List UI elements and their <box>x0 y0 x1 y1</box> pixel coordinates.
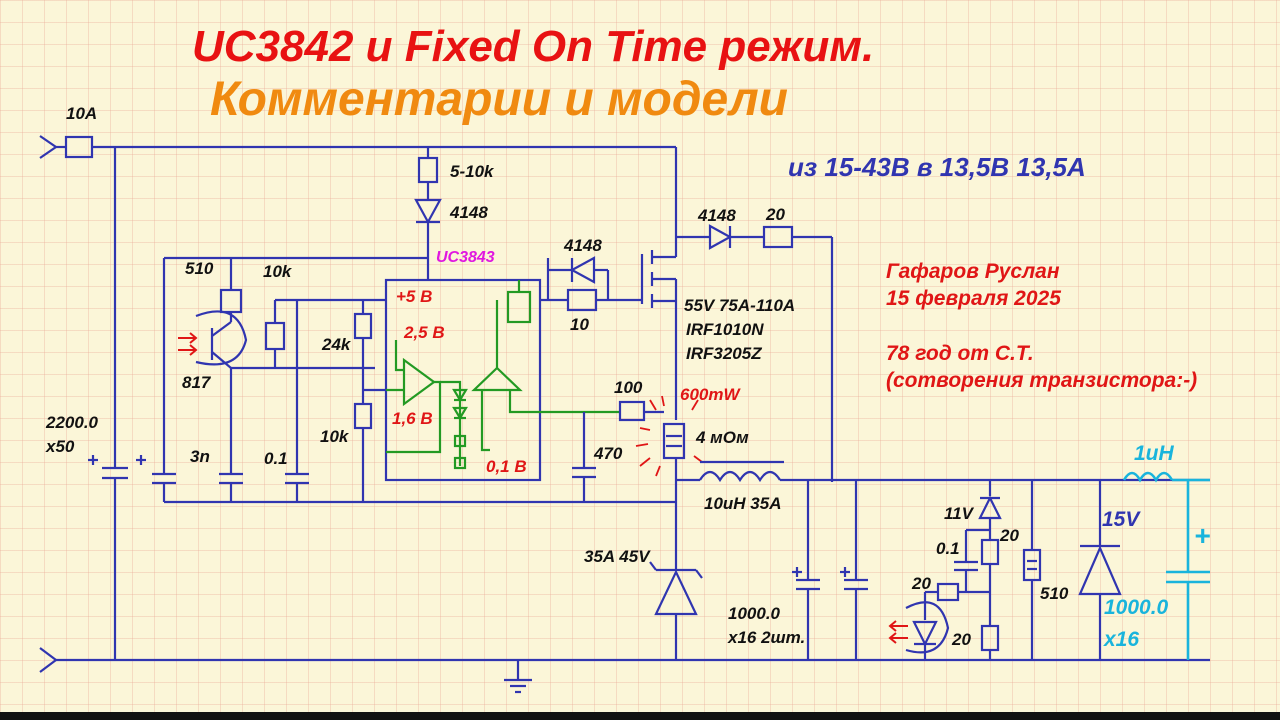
feedback-network <box>888 480 1042 660</box>
title-line-1: UC3842 и Fixed On Time режим. <box>192 22 875 71</box>
optocoupler-817 <box>178 258 375 370</box>
label-d-gate: 4148 <box>564 236 602 255</box>
label-inductor: 10uH 35A <box>704 494 782 513</box>
label-r-gate: 10 <box>570 315 589 334</box>
label-ic-name: UC3843 <box>436 249 495 266</box>
label-zener-15v: 15V <box>1102 508 1140 531</box>
resistor-10k-top <box>264 298 386 368</box>
label-v25: 2,5 В <box>404 323 445 342</box>
output-caps <box>792 480 868 660</box>
label-opto: 817 <box>182 373 211 392</box>
label-r20b: 20 <box>912 574 931 593</box>
label-r-start: 5-10k <box>450 162 494 181</box>
zener-15v <box>1078 480 1122 660</box>
label-r100: 100 <box>614 378 643 397</box>
label-r-boot: 20 <box>766 205 785 224</box>
divider-24k-10k <box>353 300 386 502</box>
label-mosfet-2: IRF1010N <box>686 320 764 339</box>
label-v01: 0,1 В <box>486 457 527 476</box>
label-cap-in-count: x50 <box>46 437 75 456</box>
label-mosfet-1: 55V 75A-110A <box>684 296 796 315</box>
label-r-sense: 4 мОм <box>696 428 749 447</box>
author-name: Гафаров Руслан <box>886 260 1060 283</box>
author-note-2: (сотворения транзистора:-) <box>886 369 1198 392</box>
label-fuse: 10A <box>66 104 98 123</box>
spec-text: из 15-43В в 13,5В 13,5А <box>788 152 1086 182</box>
author-date: 15 февраля 2025 <box>886 287 1061 310</box>
label-plus: + <box>1194 520 1211 551</box>
label-vref: +5 В <box>396 287 433 306</box>
current-sense <box>572 395 703 502</box>
ground-symbol <box>504 660 532 694</box>
label-r20a: 20 <box>1000 526 1019 545</box>
label-r24k: 24k <box>322 335 351 354</box>
input-capacitor <box>88 147 128 660</box>
label-cap-last: 1000.0 <box>1104 596 1169 619</box>
label-cap-01b: 0.1 <box>936 539 960 558</box>
title-line-2: Комментарии и модели <box>210 73 788 126</box>
author-note-1: 78 год от С.Т. <box>886 342 1034 365</box>
main-inductor <box>676 460 1210 483</box>
label-v16: 1,6 В <box>392 409 433 428</box>
label-cap-last-count: x16 <box>1104 628 1140 651</box>
output-filter <box>1122 471 1210 660</box>
label-r20c: 20 <box>952 630 971 649</box>
label-r510: 510 <box>185 259 214 278</box>
label-pwr: 600mW <box>680 385 740 404</box>
gate-drive <box>540 256 642 312</box>
label-diode: 35A 45V <box>584 547 650 566</box>
label-d-boot: 4148 <box>698 206 736 225</box>
bottom-bar <box>0 712 1280 720</box>
label-ind2: 1uH <box>1134 442 1174 465</box>
label-cap-470: 470 <box>594 444 623 463</box>
label-d-start: 4148 <box>450 203 488 222</box>
uc3843-ic <box>384 278 542 482</box>
label-cap-3n: 3n <box>190 447 210 466</box>
label-cap-out: 1000.0 <box>728 604 780 623</box>
control-caps <box>136 256 428 502</box>
label-r10k-top: 10k <box>263 262 292 281</box>
label-cap-01: 0.1 <box>264 449 288 468</box>
startup-path <box>414 147 442 258</box>
label-cap-in: 2200.0 <box>46 413 98 432</box>
label-r510b: 510 <box>1040 584 1069 603</box>
label-mosfet-3: IRF3205Z <box>686 344 762 363</box>
fuse <box>64 135 94 159</box>
label-zener-11v: 11V <box>944 504 973 523</box>
label-r10k-bot: 10k <box>320 427 349 446</box>
input-terminals <box>39 135 66 673</box>
mosfet <box>640 147 678 420</box>
label-cap-out-count: x16 2шт. <box>728 628 806 647</box>
freewheel-diode <box>649 480 703 660</box>
bootstrap <box>676 224 834 482</box>
